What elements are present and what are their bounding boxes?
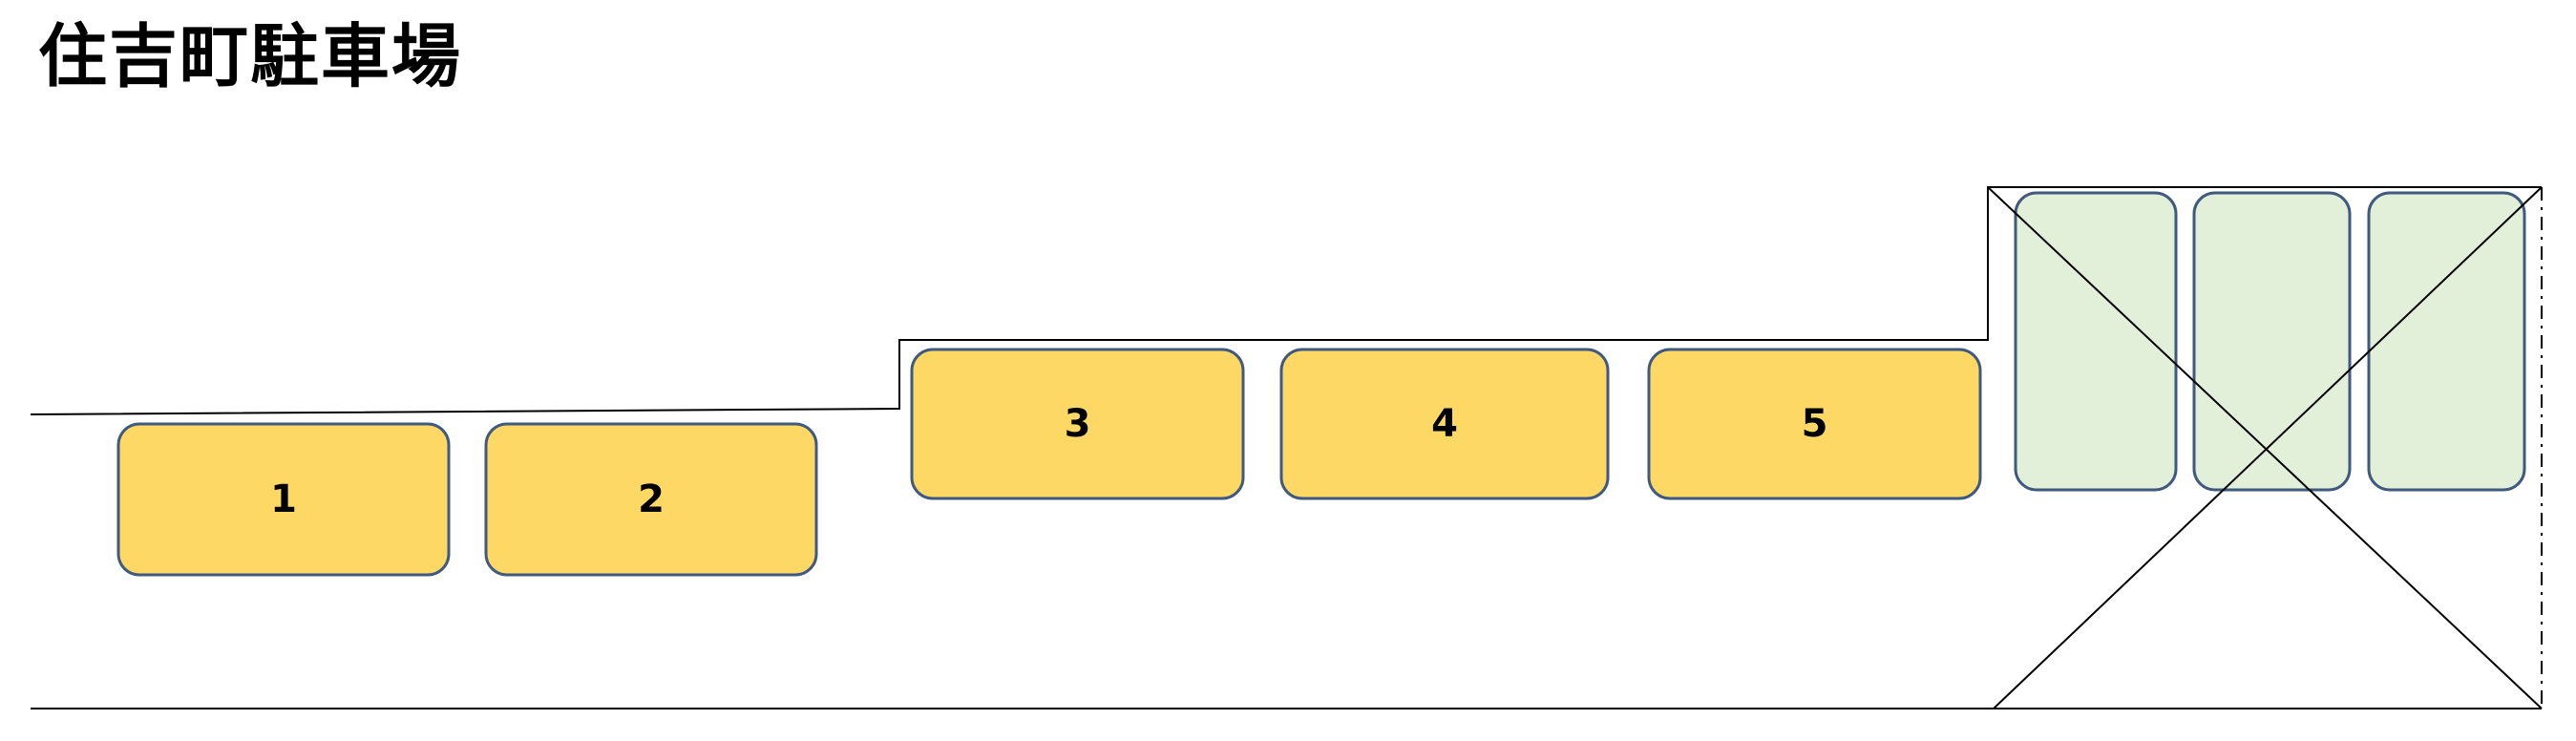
cross-line-down [1987, 186, 2543, 709]
parking-space-5[interactable]: 5 [1647, 348, 1982, 500]
parking-space-box [484, 422, 818, 577]
unavailable-spaces [2014, 191, 2526, 492]
unavailable-space [2014, 191, 2178, 492]
lot-boundary-top [30, 186, 2542, 415]
no-parking-cross-mark [1987, 186, 2543, 709]
parking-space-2[interactable]: 2 [484, 422, 818, 577]
parking-space-label: 2 [638, 477, 665, 521]
parking-space-box [1279, 348, 1610, 500]
parking-space-label: 5 [1802, 402, 1828, 446]
cross-line-up [1993, 186, 2543, 709]
parking-space-box [1647, 348, 1982, 500]
page-title: 住吉町駐車場 [38, 16, 463, 96]
parking-space-label: 4 [1431, 402, 1458, 446]
parking-space-4[interactable]: 4 [1279, 348, 1610, 500]
unavailable-space [2367, 191, 2526, 492]
available-spaces: 1 2 3 4 5 [116, 348, 1982, 577]
unavailable-space [2192, 191, 2352, 492]
parking-space-label: 3 [1065, 402, 1091, 446]
parking-space-box [116, 422, 451, 577]
parking-space-3[interactable]: 3 [910, 348, 1245, 500]
parking-space-box [910, 348, 1245, 500]
lot-outline [30, 186, 2543, 709]
parking-space-label: 1 [270, 477, 297, 521]
parking-space-1[interactable]: 1 [116, 422, 451, 577]
